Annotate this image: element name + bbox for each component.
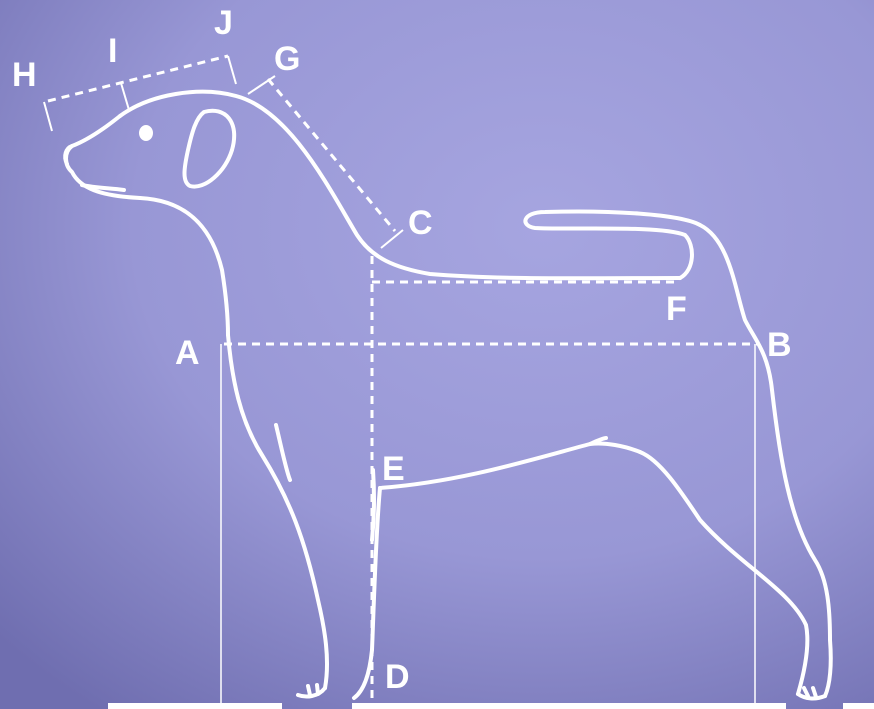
head-tick-i (121, 83, 129, 110)
dog-outline (65, 92, 831, 699)
head-line-hj (48, 56, 228, 101)
dog-eye (139, 125, 153, 141)
label-i: I (108, 32, 117, 70)
head-tick-j (228, 56, 236, 84)
label-b: B (767, 326, 792, 364)
label-c: C (408, 204, 433, 242)
label-j: J (214, 4, 233, 42)
label-h: H (12, 56, 37, 94)
label-d: D (385, 658, 410, 696)
label-e: E (382, 450, 405, 488)
neck-line-g-cap-bottom (381, 230, 403, 248)
neck-line-g-cap-top (248, 76, 275, 94)
label-g: G (274, 40, 300, 78)
neck-line-g (268, 79, 395, 231)
label-f: F (666, 290, 687, 328)
head-tick-h (44, 102, 52, 131)
label-a: A (175, 334, 200, 372)
